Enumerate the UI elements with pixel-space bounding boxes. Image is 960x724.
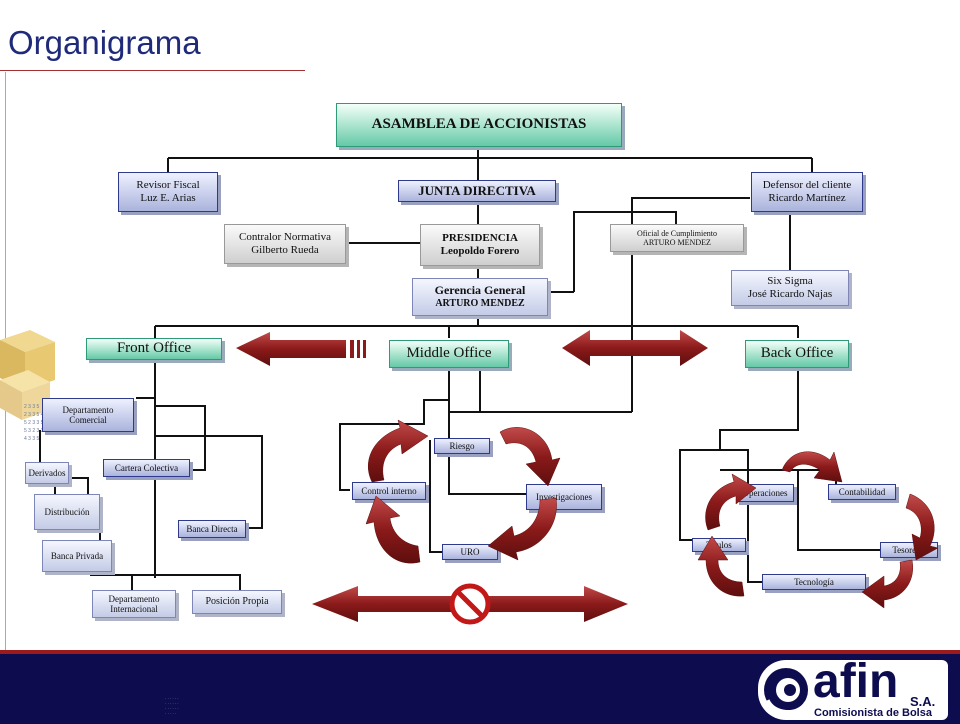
tecnologia-label: Tecnología [794,576,834,587]
presidencia-name: Leopoldo Forero [440,245,520,257]
uro-label: URO [460,546,480,557]
arrows-layer [236,330,939,625]
prohibition-icon [449,583,491,625]
depto-internacional-label: Departamento Internacional [108,593,160,614]
back-cycle-arrows-icon [697,451,939,609]
cartera-box: Cartera Colectiva [103,459,190,477]
riesgo-label: Riesgo [449,440,475,451]
gerencia-title: Gerencia General [434,283,526,298]
control-interno-box: Control interno [352,482,426,500]
banca-directa-box: Banca Directa [178,520,246,538]
footer-bar: · · · · · ·· · · · · ·· · · · · ·· · · ·… [0,650,960,724]
depto-comercial-box: Departamento Comercial [42,398,134,432]
sixsigma-name: José Ricardo Najas [747,288,833,300]
tecnologia-box: Tecnología [762,574,866,590]
svg-text:4 3 3 5: 4 3 3 5 [24,436,40,442]
posicion-propia-label: Posición Propia [205,596,269,608]
uro-box: URO [442,544,498,560]
afin-logo: afin S.A. Comisionista de Bolsa [758,655,948,720]
gerencia-name: ARTURO MENDEZ [435,298,525,310]
svg-text:2 3 3 5: 2 3 3 5 [24,404,40,410]
cartera-label: Cartera Colectiva [114,462,179,473]
title-underline [0,70,305,71]
asamblea-box: ASAMBLEA DE ACCIONISTAS [336,103,622,147]
logo-suffix: S.A. [910,694,936,709]
distribucion-box: Distribución [34,494,100,530]
double-arrow-icon [562,330,708,366]
defensor-box: Defensor del cliente Ricardo Martínez [751,172,863,212]
logo-subtitle: Comisionista de Bolsa [814,707,932,719]
revisor-name: Luz E. Arias [140,192,196,204]
middle-cycle-arrows-icon [365,419,561,564]
tesoreria-label: Tesorería [892,544,926,555]
sixsigma-title: Six Sigma [767,275,813,288]
back-office-label: Back Office [760,345,834,362]
revisor-box: Revisor Fiscal Luz E. Arias [118,172,218,212]
titulos-label: Títulos [706,539,732,550]
derivados-box: Derivados [25,462,69,484]
sixsigma-box: Six Sigma José Ricardo Najas [731,270,849,306]
banca-privada-box: Banca Privada [42,540,112,572]
investigaciones-label: Investigaciones [536,491,592,502]
posicion-propia-box: Posición Propia [192,590,282,614]
banca-privada-label: Banca Privada [50,550,104,561]
middle-office-box: Middle Office [389,340,509,368]
junta-box: JUNTA DIRECTIVA [398,180,556,202]
oficial-box: Oficial de Cumplimiento ARTURO MENDEZ [610,224,744,252]
oficial-name: ARTURO MENDEZ [643,238,711,247]
svg-text:5 2 3 3 5 4 1 5: 5 2 3 3 5 4 1 5 [24,420,56,426]
svg-text:5 3 2 3 3: 5 3 2 3 3 [24,428,44,434]
presidencia-title: PRESIDENCIA [442,232,518,245]
contralor-title: Contralor Normativa [239,231,331,244]
arrow-left-icon [236,332,366,366]
logo-name: afin [813,655,899,708]
defensor-name: Ricardo Martínez [768,192,846,204]
presidencia-box: PRESIDENCIA Leopoldo Forero [420,224,540,266]
defensor-title: Defensor del cliente [762,179,852,192]
logo-swirl-icon [764,668,808,713]
derivados-label: Derivados [28,467,66,478]
depto-internacional-box: Departamento Internacional [92,590,176,618]
middle-office-label: Middle Office [406,345,492,362]
contralor-name: Gilberto Rueda [251,244,319,256]
investigaciones-box: Investigaciones [526,484,602,510]
oficial-title: Oficial de Cumplimiento [637,228,717,238]
front-office-box: Front Office [86,338,222,360]
depto-comercial-label: Departamento Comercial [62,404,114,425]
control-interno-label: Control interno [361,485,417,496]
revisor-title: Revisor Fiscal [136,179,200,192]
page-title: Organigrama [8,24,201,61]
front-office-label: Front Office [116,340,192,357]
contabilidad-label: Contabilidad [838,486,886,497]
operaciones-label: Operaciones [742,487,788,498]
svg-text:2 3 3 5 4 1 5: 2 3 3 5 4 1 5 [24,412,52,418]
footer-decoration-text: · · · · · ·· · · · · ·· · · · · ·· · · ·… [165,696,179,716]
gerencia-box: Gerencia General ARTURO MENDEZ [412,278,548,316]
junta-label: JUNTA DIRECTIVA [418,182,536,198]
contabilidad-box: Contabilidad [828,484,896,500]
banca-directa-label: Banca Directa [186,523,238,534]
riesgo-box: Riesgo [434,438,490,454]
distribucion-label: Distribución [44,506,90,517]
back-office-box: Back Office [745,340,849,368]
asamblea-label: ASAMBLEA DE ACCIONISTAS [371,116,587,133]
contralor-box: Contralor Normativa Gilberto Rueda [224,224,346,264]
